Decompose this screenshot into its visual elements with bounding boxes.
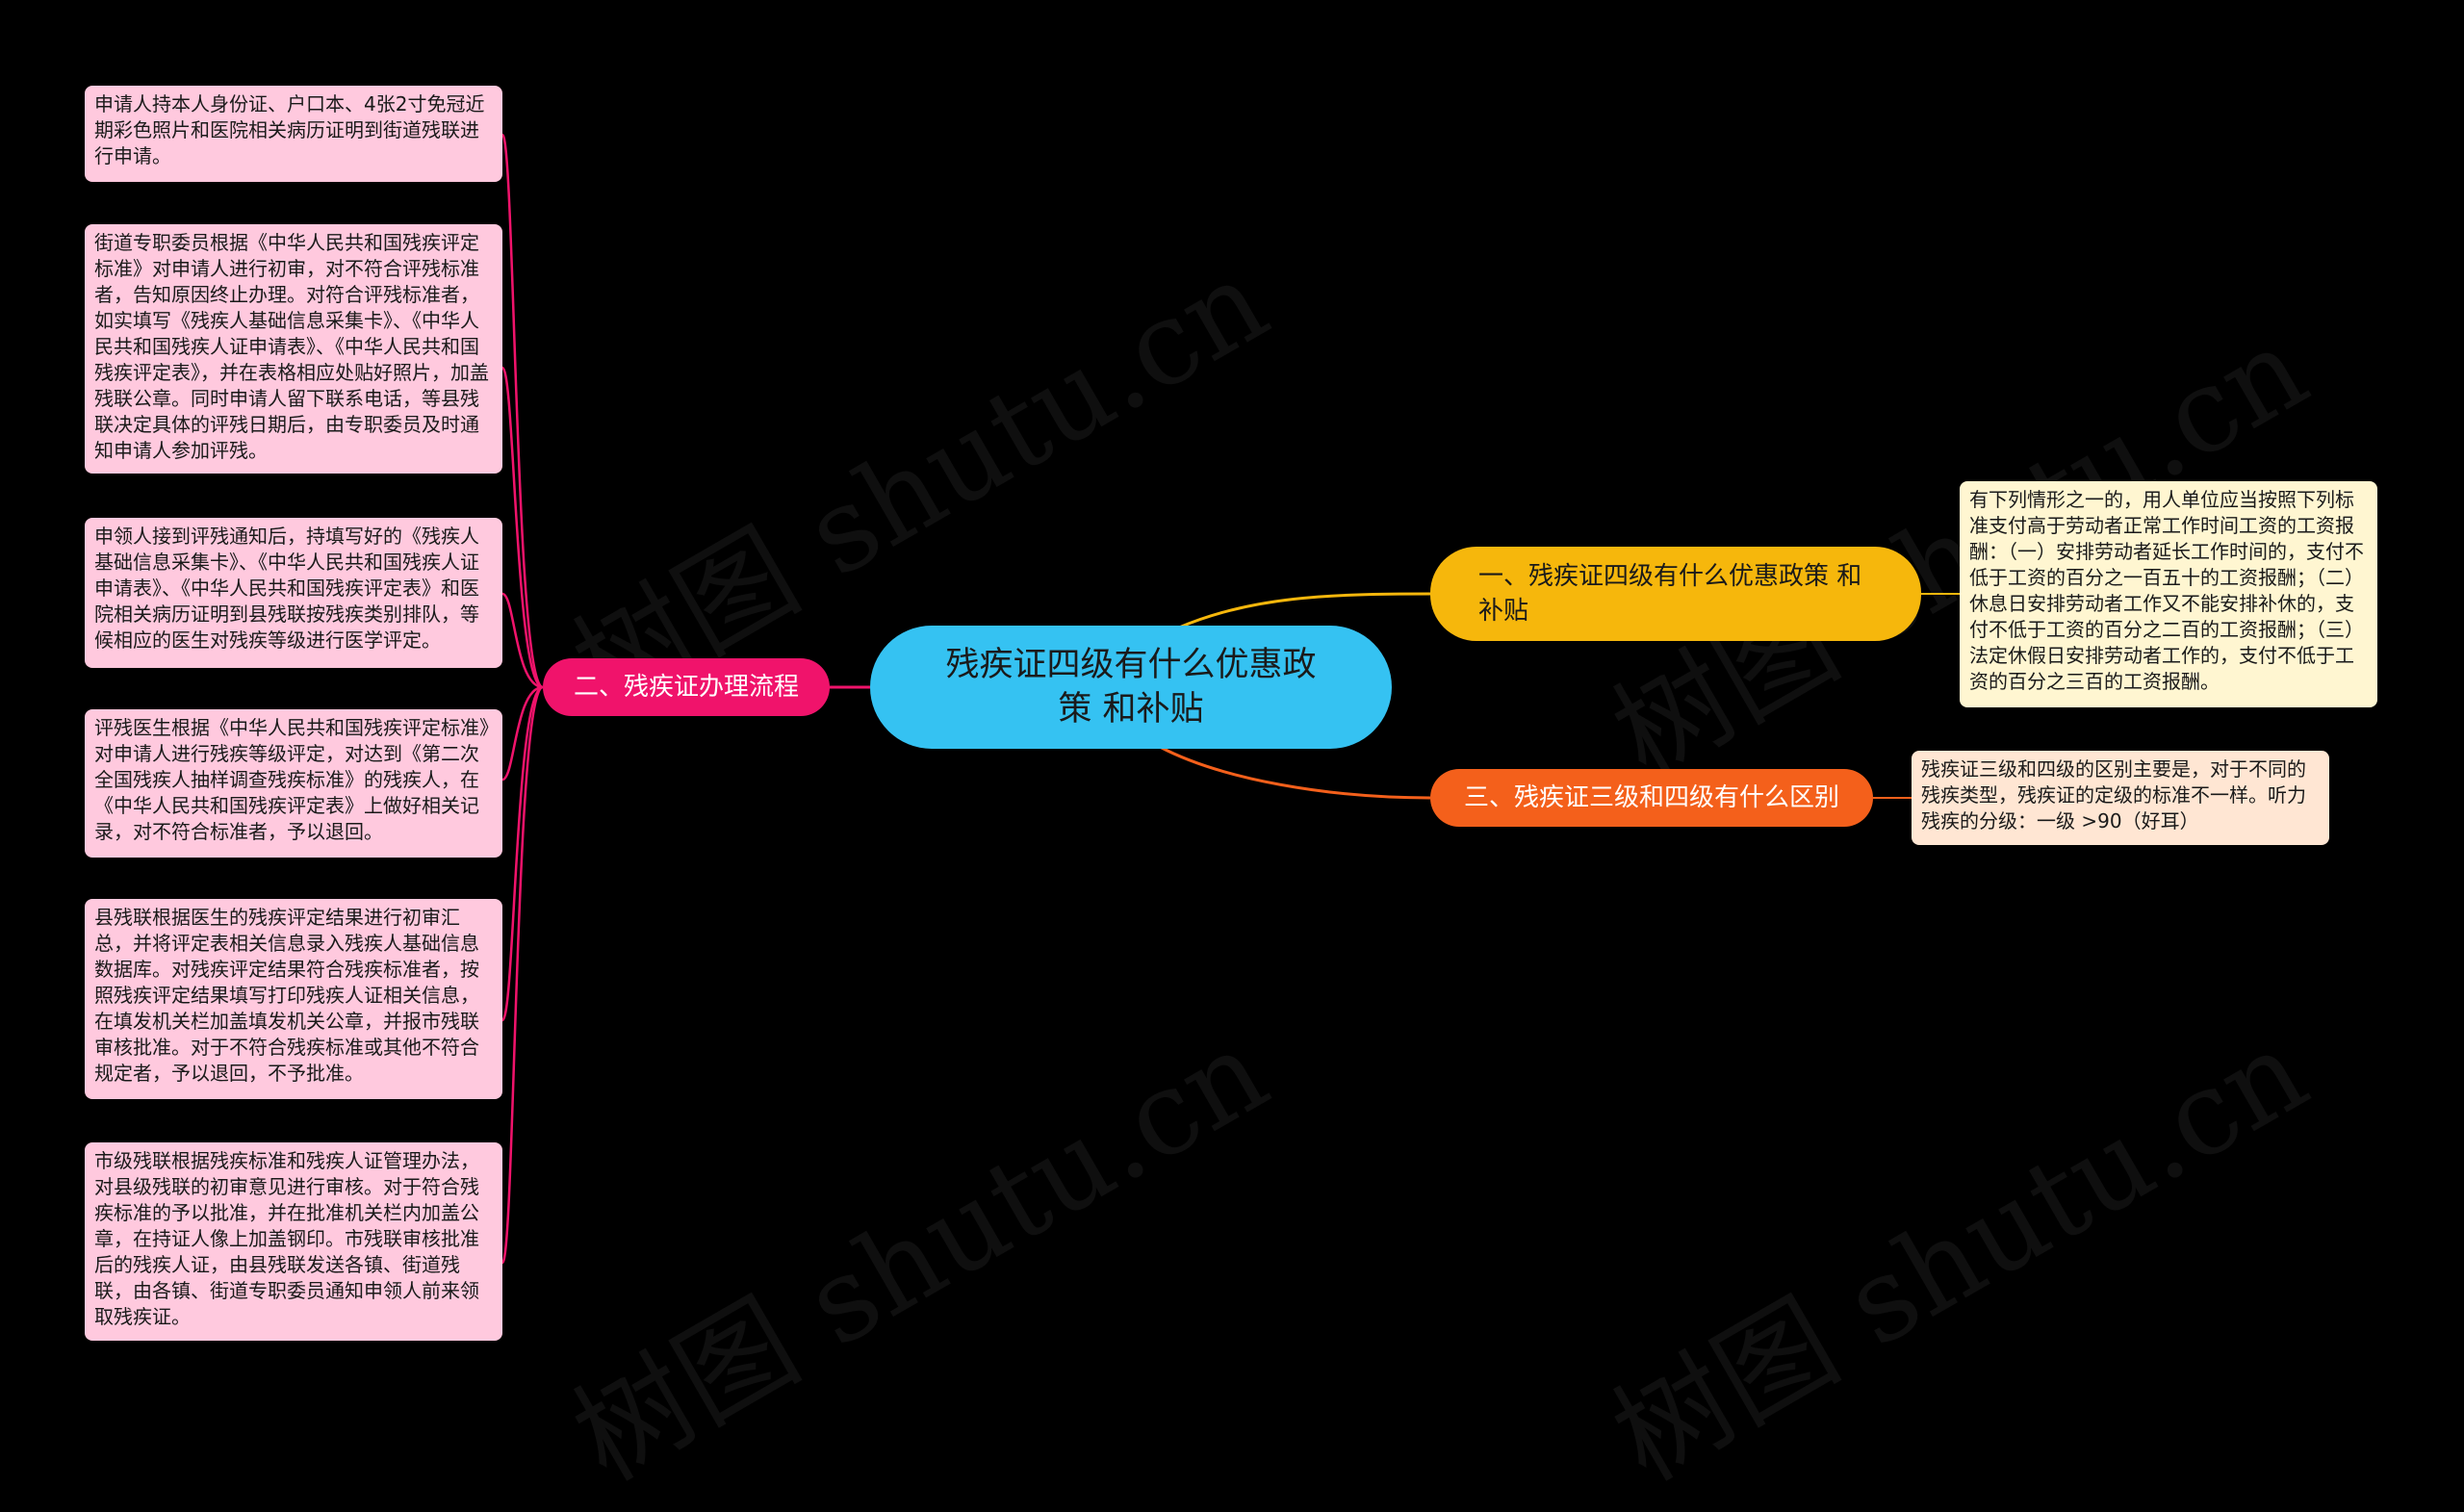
leaf-difference-detail[interactable]: 残疾证三级和四级的区别主要是，对于不同的残疾类型，残疾证的定级的标准不一样。听力…: [1912, 751, 2329, 845]
leaf-procedure-step-3[interactable]: 申领人接到评残通知后，持填写好的《残疾人基础信息采集卡》、《中华人民共和国残疾人…: [85, 518, 502, 668]
connector-root-branch-2: [1159, 745, 1431, 800]
leaf-text: 有下列情形之一的，用人单位应当按照下列标准支付高于劳动者正常工作时间工资的工资报…: [1969, 488, 2364, 693]
branch-difference-label: 三、残疾证三级和四级有什么区别: [1463, 783, 1839, 812]
root-topic-label: 残疾证四级有什么优惠政策 和补贴: [945, 646, 1317, 729]
leaf-text: 申请人持本人身份证、户口本、4张2寸免冠近期彩色照片和医院相关病历证明到街道残联…: [94, 92, 485, 167]
leaf-procedure-step-4[interactable]: 评残医生根据《中华人民共和国残疾评定标准》对申请人进行残疾等级评定，对达到《第二…: [85, 709, 502, 858]
branch-benefits-label: 一、残疾证四级有什么优惠政策 和补贴: [1478, 562, 1862, 626]
leaf-procedure-step-5[interactable]: 县残联根据医生的残疾评定结果进行初审汇总，并将评定表相关信息录入残疾人基础信息数…: [85, 899, 502, 1099]
connector-branch-3-leaves: [500, 133, 545, 1265]
leaf-text: 县残联根据医生的残疾评定结果进行初审汇总，并将评定表相关信息录入残疾人基础信息数…: [94, 906, 479, 1085]
mindmap-canvas: 树图 shutu.cn 树图 shutu.cn 树图 shutu.cn 树图 s…: [85, 86, 2377, 1506]
leaf-text: 申领人接到评残通知后，持填写好的《残疾人基础信息采集卡》、《中华人民共和国残疾人…: [94, 525, 479, 652]
leaf-text: 街道专职委员根据《中华人民共和国残疾评定标准》对申请人进行初审，对不符合评残标准…: [94, 231, 489, 462]
leaf-text: 残疾证三级和四级的区别主要是，对于不同的残疾类型，残疾证的定级的标准不一样。听力…: [1921, 757, 2306, 833]
branch-procedure[interactable]: 二、残疾证办理流程: [543, 658, 830, 716]
branch-procedure-label: 二、残疾证办理流程: [573, 673, 799, 702]
leaf-procedure-step-6[interactable]: 市级残联根据残疾标准和残疾人证管理办法，对县级残联的初审意见进行审核。对于符合残…: [85, 1142, 502, 1341]
leaf-benefits-detail[interactable]: 有下列情形之一的，用人单位应当按照下列标准支付高于劳动者正常工作时间工资的工资报…: [1960, 481, 2377, 707]
connector-lines: [500, 133, 1960, 1265]
branch-benefits[interactable]: 一、残疾证四级有什么优惠政策 和补贴: [1430, 547, 1921, 641]
leaf-text: 评残医生根据《中华人民共和国残疾评定标准》对申请人进行残疾等级评定，对达到《第二…: [94, 716, 489, 843]
connector-root-branch-1: [1178, 592, 1431, 629]
leaf-text: 市级残联根据残疾标准和残疾人证管理办法，对县级残联的初审意见进行审核。对于符合残…: [94, 1149, 479, 1328]
branch-difference[interactable]: 三、残疾证三级和四级有什么区别: [1430, 769, 1873, 827]
root-topic[interactable]: 残疾证四级有什么优惠政策 和补贴: [870, 626, 1392, 749]
leaf-procedure-step-2[interactable]: 街道专职委员根据《中华人民共和国残疾评定标准》对申请人进行初审，对不符合评残标准…: [85, 224, 502, 474]
leaf-procedure-step-1[interactable]: 申请人持本人身份证、户口本、4张2寸免冠近期彩色照片和医院相关病历证明到街道残联…: [85, 86, 502, 182]
